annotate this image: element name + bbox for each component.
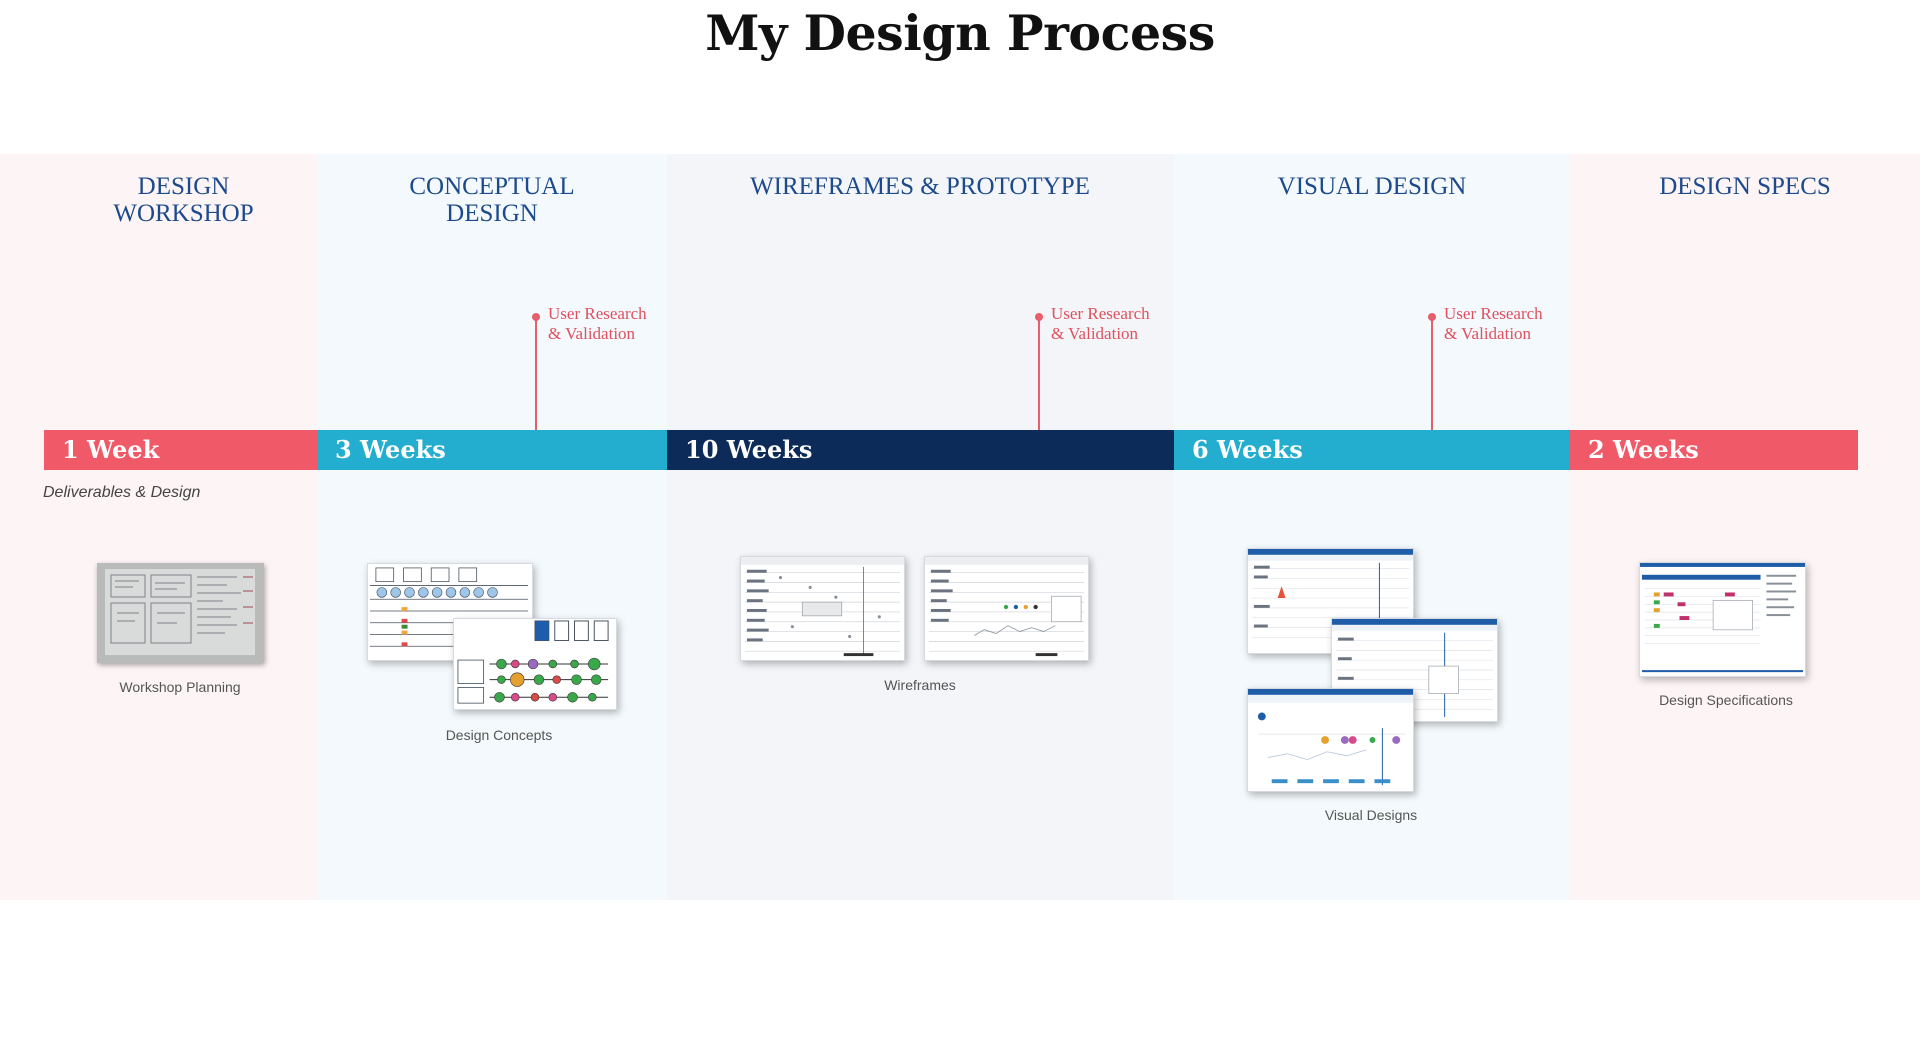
caption-workshop: Workshop Planning	[119, 679, 241, 695]
wireframe-image-2	[924, 556, 1089, 661]
milestone-line-2	[1038, 318, 1040, 450]
duration-bar-visual: 6 Weeks	[1174, 430, 1570, 470]
duration-bar-workshop: 1 Week	[44, 430, 317, 470]
milestone-dot-2	[1035, 313, 1043, 321]
caption-conceptual: Design Concepts	[445, 727, 553, 743]
duration-bar-specs: 2 Weeks	[1570, 430, 1858, 470]
phase-column-wireframes	[667, 154, 1174, 900]
phase-title-wireframes: WIREFRAMES & PROTOTYPE	[750, 173, 1090, 200]
milestone-dot-3	[1428, 313, 1436, 321]
caption-specs: Design Specifications	[1659, 692, 1793, 708]
duration-bar-conceptual: 3 Weeks	[317, 430, 667, 470]
concept-sketch-image-2	[453, 618, 617, 710]
caption-visual: Visual Designs	[1324, 807, 1418, 823]
duration-bar-wireframes: 10 Weeks	[667, 430, 1174, 470]
wireframe-image-1	[740, 556, 905, 661]
milestone-dot-1	[532, 313, 540, 321]
milestone-line-3	[1431, 318, 1433, 450]
milestone-label-3: User Research& Validation	[1444, 304, 1543, 343]
milestone-line-1	[535, 318, 537, 450]
phase-column-conceptual	[317, 154, 667, 900]
phase-title-visual: VISUAL DESIGN	[1277, 173, 1467, 200]
design-specs-image	[1639, 562, 1806, 677]
visual-design-image-3	[1247, 688, 1414, 792]
phase-column-workshop	[0, 154, 317, 900]
phase-title-specs: DESIGN SPECS	[1659, 173, 1831, 200]
workshop-photo-image	[97, 563, 264, 663]
deliverables-label: Deliverables & Design	[43, 484, 201, 501]
milestone-label-1: User Research& Validation	[548, 304, 647, 343]
caption-wireframes: Wireframes	[884, 677, 956, 693]
phase-column-specs	[1570, 154, 1920, 900]
page-title: My Design Process	[705, 4, 1215, 62]
milestone-label-2: User Research& Validation	[1051, 304, 1150, 343]
